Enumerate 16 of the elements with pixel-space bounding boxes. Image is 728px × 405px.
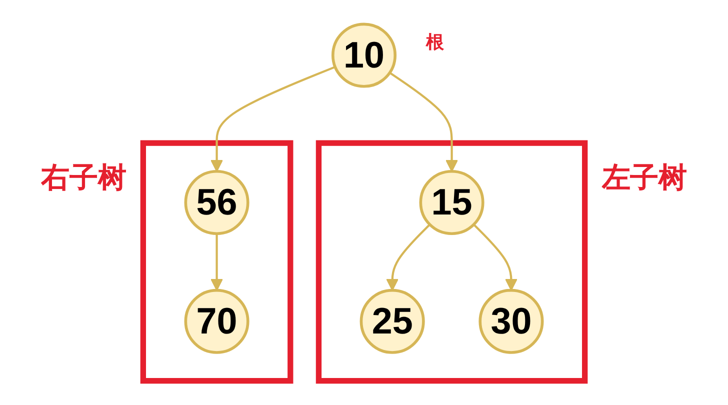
node-circle: 70 bbox=[184, 288, 250, 354]
node-label: 右子树 bbox=[41, 162, 126, 194]
node-annotation: 根 bbox=[426, 32, 444, 52]
node-circle: 56 bbox=[184, 170, 250, 236]
node-circle: 30 bbox=[478, 288, 544, 354]
arrow bbox=[210, 234, 223, 291]
node-circle: 25 bbox=[360, 288, 425, 354]
node-label: 左子树 bbox=[602, 162, 687, 194]
arrow bbox=[210, 66, 336, 172]
node-circle: 15 bbox=[419, 170, 484, 236]
arrow bbox=[389, 72, 458, 172]
node-circle: 10 bbox=[331, 22, 397, 88]
cluster bbox=[316, 140, 588, 384]
arrow bbox=[386, 224, 431, 291]
cluster bbox=[140, 140, 294, 384]
arrow bbox=[473, 224, 518, 291]
